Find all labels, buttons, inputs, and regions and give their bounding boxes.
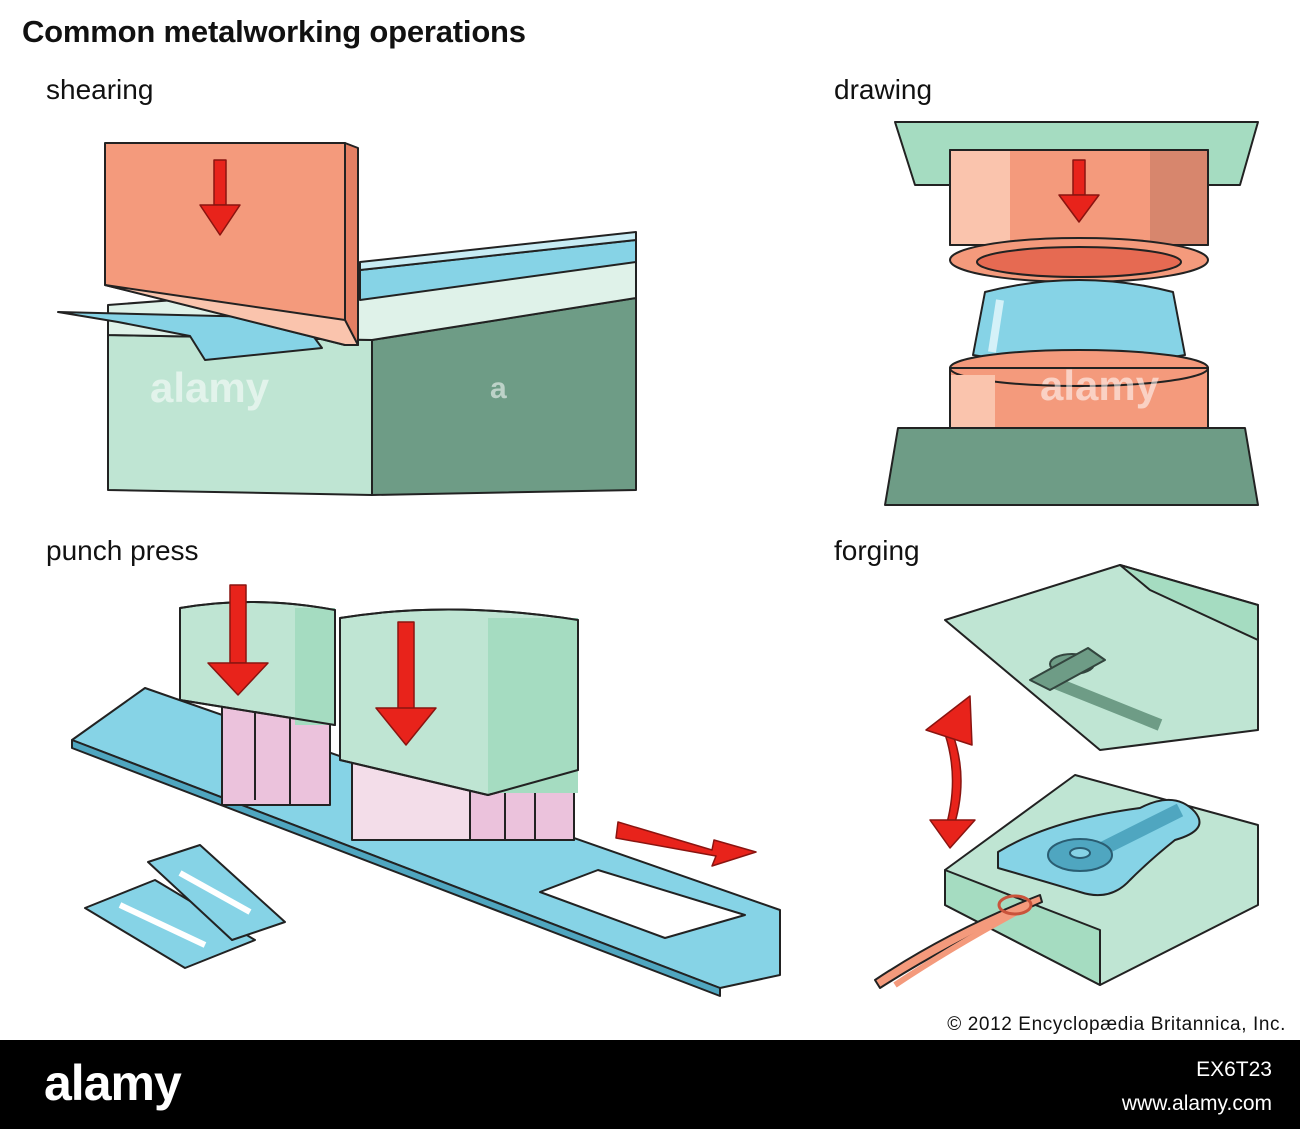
footer-image-id: EX6T23	[1196, 1058, 1272, 1081]
shear-sheet-top	[359, 231, 637, 271]
footer-url: www.alamy.com	[1121, 1092, 1272, 1115]
forging-diagram	[874, 564, 1259, 989]
shear-base-front	[107, 334, 373, 496]
shearing-label: shearing	[46, 74, 154, 105]
shear-blade-bevel	[104, 284, 359, 346]
forge-upper-impression	[1029, 647, 1163, 731]
drawing-diagram: alamy	[884, 121, 1259, 506]
watermark-footer: alamy EX6T23 www.alamy.com	[0, 1040, 1300, 1129]
shear-watermark-small: a	[490, 372, 507, 405]
forge-arrow	[925, 695, 976, 849]
drawing-label: drawing	[834, 74, 933, 105]
page-title: Common metalworking operations	[22, 14, 526, 49]
copyright-notice: © 2012 Encyclopædia Britannica, Inc.	[947, 1014, 1286, 1035]
shear-arrow	[199, 159, 241, 236]
draw-base	[884, 427, 1259, 506]
punch-press-diagram	[71, 584, 781, 997]
footer-logo: alamy	[44, 1055, 182, 1111]
shear-watermark: alamy	[150, 364, 270, 411]
punch-blank-1	[84, 879, 256, 969]
draw-arrow	[1058, 159, 1100, 223]
punch-hole	[539, 869, 746, 939]
forge-part	[1047, 803, 1184, 872]
punch-arrows	[207, 584, 757, 867]
metalworking-illustration: alamy a alamy	[57, 121, 1259, 997]
shear-blade-edge	[344, 142, 359, 346]
forging-label: forging	[834, 535, 920, 566]
draw-watermark: alamy	[1040, 362, 1160, 409]
shearing-diagram: alamy a	[57, 142, 637, 496]
punch-press-label: punch press	[46, 535, 199, 566]
